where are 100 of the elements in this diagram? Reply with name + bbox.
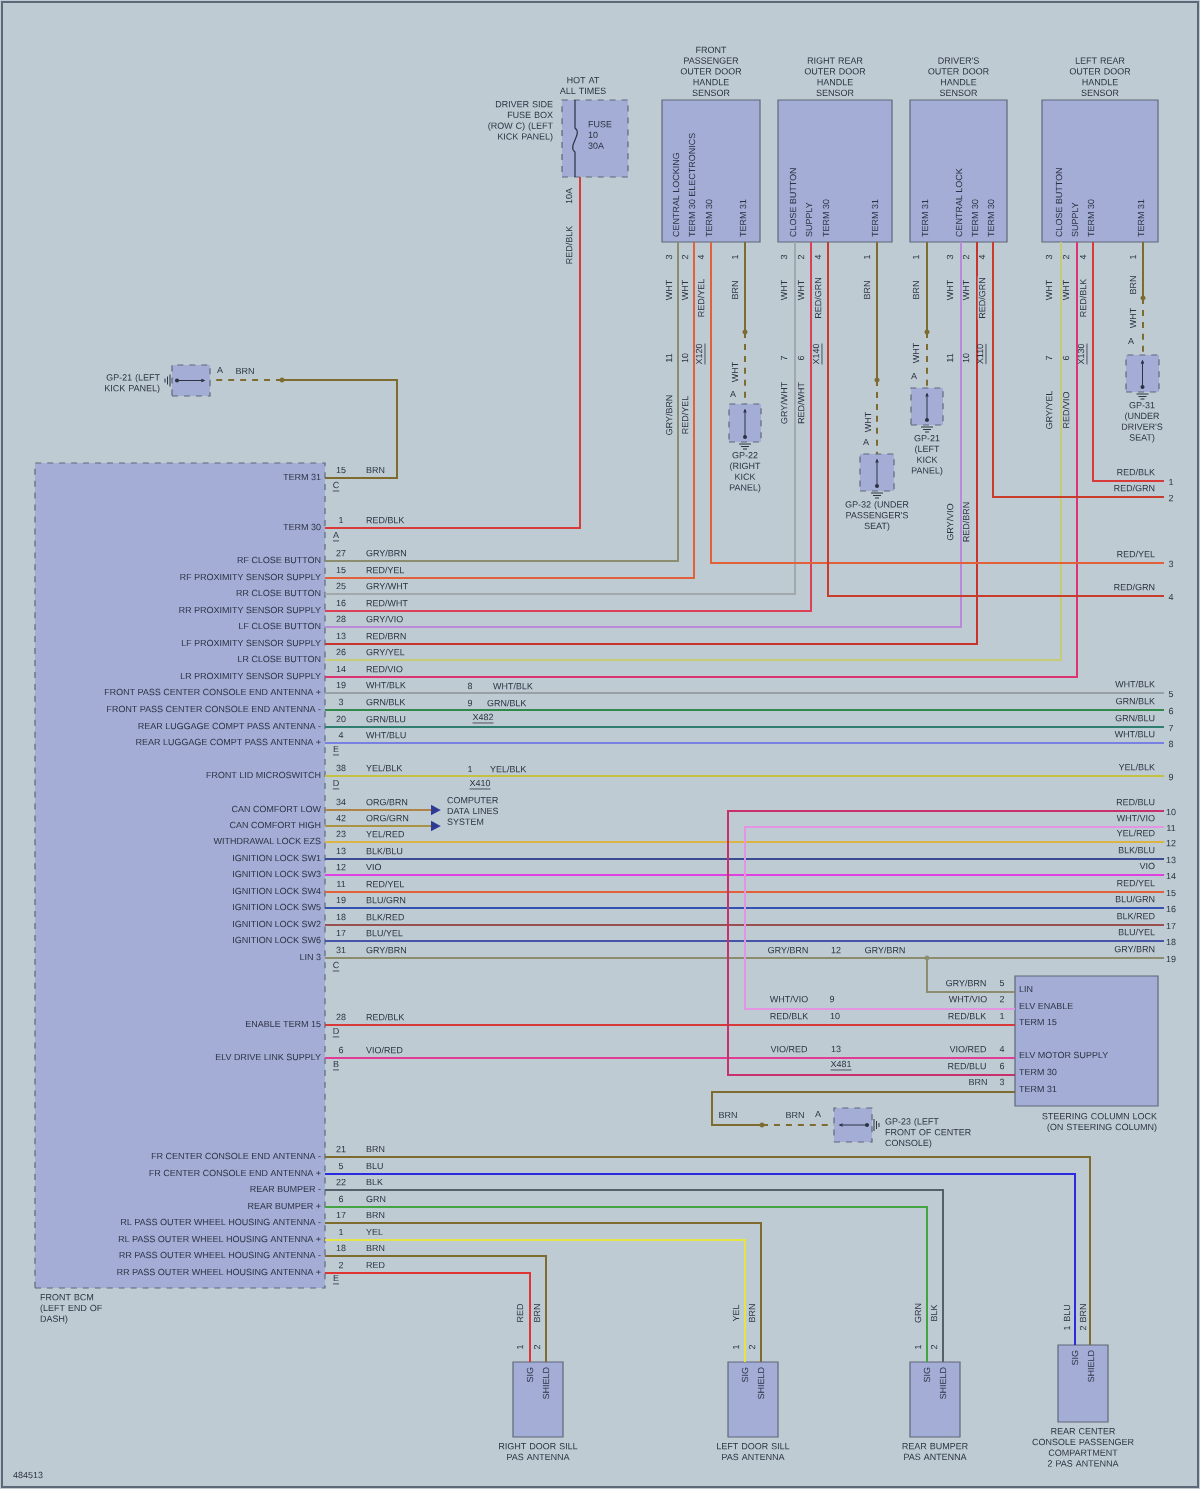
pin-number: 25 bbox=[336, 582, 346, 590]
pin-number: 18 bbox=[336, 913, 346, 921]
wire-color-code: BRN bbox=[719, 1111, 737, 1119]
antenna-box: REAR CENTER CONSOLE PASSENGER COMPARTMENT 2 PAS ANTENNA SIG SHIELD bbox=[1032, 1344, 1134, 1467]
node-label: RIGHT REAR OUTER DOOR HANDLE SENSOR bbox=[804, 57, 866, 97]
lock-module-box: STEERING COLUMN LOCK (ON STEERING COLUMN) LIN ELV ENABLE TERM 15 ELV MOTOR SUPPLY TERM 30 TERM 31 bbox=[1014, 975, 1159, 1132]
node-label: GP-21 (LEFT KICK PANEL) bbox=[105, 374, 160, 394]
pin-number: 1 bbox=[339, 516, 344, 524]
wire-label: WHT/BLK bbox=[365, 680, 407, 690]
terminal-label: A bbox=[863, 438, 869, 446]
ground-point: GP-21 (LEFT KICK PANEL) bbox=[105, 364, 211, 397]
pin-number: 17 bbox=[336, 929, 346, 937]
wire-color-code: GRY/WHT bbox=[780, 382, 788, 424]
module-box: FRONT BCM (LEFT END OF DASH) TERM 31 TERM 30 RF CLOSE BUTTON RF PROXIMITY SENSOR SUPPLY RR CLOSE BUTTON RR PROXIMITY SENSOR SUPPLY LF CLOSE BUTTON LF PROXIMITY SENSOR SUPPLY LR CLOSE BUTTON LR PROXIMITY SENSOR SUPPLY FRONT PASS CENTER CONSOLE END ANTENNA + FRONT PASS CENTER CONSOLE END ANTENNA - REAR LUGGAGE COMPT PASS ANTENNA - REAR LUGGAGE COMPT PASS ANTENNA + FRONT LID MICROSWITCH CAN COMFORT LOW CAN COMFORT HIGH WITHDRAWAL LOCK EZS IGNITION LOCK SW1 IGNITION LOCK SW3 IGNITION LOCK SW4 IGNITION LOCK SW5 IGNITION LOCK SW2 IGNITION LOCK SW6 LIN 3 ENABLE TERM 15 ELV DRIVE LINK SUPPLY FR CENTER CONSOLE END ANTENNA - FR CENTER CONSOLE END ANTENNA + REAR BUMPER - REAR BUMPER + RL PASS OUTER WHEEL HOUSING ANTENNA - RL PASS OUTER WHEEL HOUSING ANTENNA + RR PASS OUTER WHEEL HOUSING ANTENNA - RR PASS OUTER WHEEL HOUSING ANTENNA + bbox=[34, 462, 326, 1324]
off-page-reference: RED/BLK 1 bbox=[1117, 468, 1174, 486]
wire-label: YEL bbox=[365, 1227, 384, 1237]
wire-label: RED/YEL bbox=[696, 277, 706, 319]
wire-label: BRN bbox=[1128, 274, 1138, 296]
pin-number: 1 bbox=[914, 1344, 922, 1349]
wire bbox=[924, 241, 930, 389]
antenna-box: RIGHT DOOR SILL PAS ANTENNA SIG SHIELD bbox=[499, 1361, 578, 1461]
wire bbox=[324, 858, 1165, 860]
pin-number: 1 bbox=[339, 1228, 344, 1236]
wire-color-code: WHT bbox=[962, 280, 970, 301]
node-label: GP-22 (RIGHT KICK PANEL) bbox=[729, 452, 761, 493]
pin-number: 2 bbox=[533, 1344, 541, 1350]
wire-label: WHT/BLU bbox=[365, 730, 408, 740]
pin-number: 26 bbox=[336, 648, 346, 656]
pin-number: 2 bbox=[1079, 1325, 1087, 1331]
wire-label: YEL/BLK bbox=[365, 763, 404, 773]
reference-text: COMPUTER DATA LINES SYSTEM bbox=[447, 797, 499, 825]
wire-label: GRN/BLU bbox=[365, 714, 407, 724]
wire-color-code: WHT bbox=[780, 280, 788, 301]
pin-number: 2 bbox=[1062, 254, 1070, 260]
wire bbox=[324, 955, 1016, 993]
wire-color-code: YEL bbox=[732, 1304, 740, 1322]
node-label: GP-32 (UNDER PASSENGER'S SEAT) bbox=[845, 501, 909, 531]
connector-id: E bbox=[332, 1274, 340, 1285]
wire-color-code: BRN bbox=[786, 1111, 804, 1119]
wire-color-code: BLK bbox=[930, 1304, 938, 1321]
wire-color-code: GRY/BRN bbox=[865, 946, 905, 954]
off-page-reference: VIO 14 bbox=[1139, 862, 1176, 880]
wire bbox=[744, 826, 1165, 1010]
pin-number: 15 bbox=[336, 566, 346, 574]
off-page-reference: GRN/BLK 6 bbox=[1116, 697, 1174, 715]
connector-id: X140 bbox=[812, 343, 823, 365]
wire bbox=[727, 810, 1165, 1076]
wire-color-code: BRN bbox=[748, 1304, 756, 1322]
wire bbox=[324, 1057, 1016, 1059]
pin-number: 6 bbox=[797, 355, 805, 361]
pin-number: 2 bbox=[930, 1344, 938, 1350]
connector-id: C bbox=[332, 961, 340, 972]
pin-number: 34 bbox=[336, 798, 346, 806]
off-page-reference: WHT/BLK 5 bbox=[1115, 680, 1174, 698]
wire-label: GRY/YEL bbox=[365, 647, 406, 657]
off-page-reference: WHT/BLU 8 bbox=[1114, 730, 1174, 748]
wire-label: BRN bbox=[967, 1077, 989, 1087]
wire-color-code: RED bbox=[516, 1303, 524, 1322]
wire-color-code: WHT bbox=[946, 280, 954, 301]
pin-number: 1 bbox=[863, 254, 871, 259]
off-page-reference: GRN/BLU 7 bbox=[1115, 714, 1174, 732]
wire-color-code: RED/VIO bbox=[1062, 392, 1070, 428]
wire-color-code: VIO/RED bbox=[770, 1045, 808, 1053]
node-label: STEERING COLUMN LOCK (ON STEERING COLUMN) bbox=[1042, 1113, 1157, 1132]
pin-number: 4 bbox=[697, 254, 705, 260]
wire-label: WHT/VIO bbox=[947, 994, 989, 1004]
pin-number: 9 bbox=[829, 995, 835, 1003]
wire-label: YEL/RED bbox=[365, 829, 406, 839]
pin-number: 42 bbox=[336, 814, 346, 822]
wire-color-code: WHT bbox=[681, 280, 689, 301]
off-page-reference: BLK/BLU 13 bbox=[1118, 846, 1176, 864]
off-page-reference: RED/GRN 2 bbox=[1114, 484, 1174, 502]
pin-number: 16 bbox=[336, 599, 346, 607]
wire-label: BLU bbox=[365, 1161, 385, 1171]
wire-color-code: GRY/YEL bbox=[1045, 390, 1053, 429]
wire-label: BLK bbox=[365, 1177, 384, 1187]
ground-point: GP-21 (LEFT KICK PANEL) bbox=[910, 387, 944, 476]
connector-id: A bbox=[332, 531, 340, 542]
node-label: DRIVER SIDE FUSE BOX (ROW C) (LEFT KICK PANEL) bbox=[488, 101, 553, 142]
ground-point: GP-31 (UNDER DRIVER'S SEAT) bbox=[1121, 354, 1163, 443]
terminal-label: A bbox=[911, 372, 917, 380]
wire bbox=[324, 692, 1165, 694]
wire-color-code: WHT bbox=[797, 280, 805, 301]
pin-number: 12 bbox=[336, 863, 346, 871]
node-label: FRONT PASSENGER OUTER DOOR HANDLE SENSOR bbox=[680, 46, 742, 97]
pin-number: 1 bbox=[731, 254, 739, 259]
node-label: LEFT DOOR SILL PAS ANTENNA bbox=[717, 1443, 790, 1461]
wire-color-code: BRN bbox=[533, 1304, 541, 1322]
wire-label: BRN bbox=[365, 1144, 386, 1154]
wire-color-code: WHT bbox=[1045, 280, 1053, 301]
wire-color-code: YEL/BLK bbox=[490, 765, 527, 773]
wire-color-code: WHT bbox=[912, 343, 920, 364]
pin-number: 5 bbox=[999, 979, 1005, 987]
terminal-label: A bbox=[217, 366, 223, 374]
sensor-box: LEFT REAR OUTER DOOR HANDLE SENSOR CLOSE BUTTON SUPPLY TERM 30 TERM 31 bbox=[1041, 57, 1159, 243]
off-page-reference: RED/GRN 4 bbox=[1114, 583, 1174, 601]
wire bbox=[324, 1239, 746, 1363]
pin-number: 1 bbox=[1129, 254, 1137, 259]
wire-label: GRY/BRN bbox=[944, 978, 988, 988]
wire bbox=[1092, 241, 1165, 482]
